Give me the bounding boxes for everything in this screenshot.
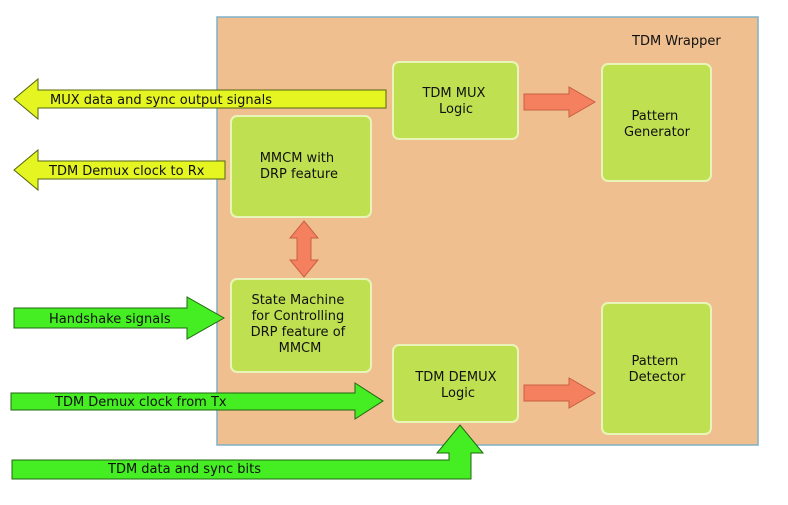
wrapper-title: TDM Wrapper: [631, 34, 721, 49]
mux-output-signals-arrow: [13, 77, 387, 121]
demux-clock-from-tx-arrow: [10, 382, 384, 420]
mmcm-state-machine-bidirectional-arrow: [288, 220, 320, 278]
handshake-signals-label: Handshake signals: [49, 312, 171, 327]
tdm-mux-logic-block: [392, 61, 519, 140]
state-machine-block: [230, 278, 372, 373]
pattern-detector-block: [601, 302, 712, 435]
pattern-generator-label: Pattern Generator: [624, 109, 691, 140]
mmcm-drp-label: MMCM with DRP feature: [260, 151, 339, 182]
data-sync-bits-arrow: [11, 424, 485, 480]
tdm-demux-logic-label: TDM DEMUX Logic: [414, 370, 500, 401]
demux-clock-from-tx-label: TDM Demux clock from Tx: [54, 395, 227, 410]
demux-clock-to-rx-arrow: [13, 148, 226, 192]
tdm-mux-logic-label: TDM MUX Logic: [421, 86, 489, 117]
handshake-signals-arrow: [13, 296, 226, 340]
demux-clock-to-rx-label: TDM Demux clock to Rx: [48, 164, 205, 179]
mux-output-signals-label: MUX data and sync output signals: [50, 93, 272, 108]
demux-to-detector-arrow: [523, 377, 597, 409]
mmcm-drp-block: [230, 115, 372, 218]
data-sync-bits-label: TDM data and sync bits: [107, 462, 261, 477]
mux-to-generator-arrow: [523, 86, 597, 118]
pattern-detector-label: Pattern Detector: [629, 354, 686, 385]
state-machine-label: State Machine for Controlling DRP featur…: [251, 293, 350, 356]
pattern-generator-block: [601, 63, 712, 182]
tdm-demux-logic-block: [392, 344, 519, 423]
